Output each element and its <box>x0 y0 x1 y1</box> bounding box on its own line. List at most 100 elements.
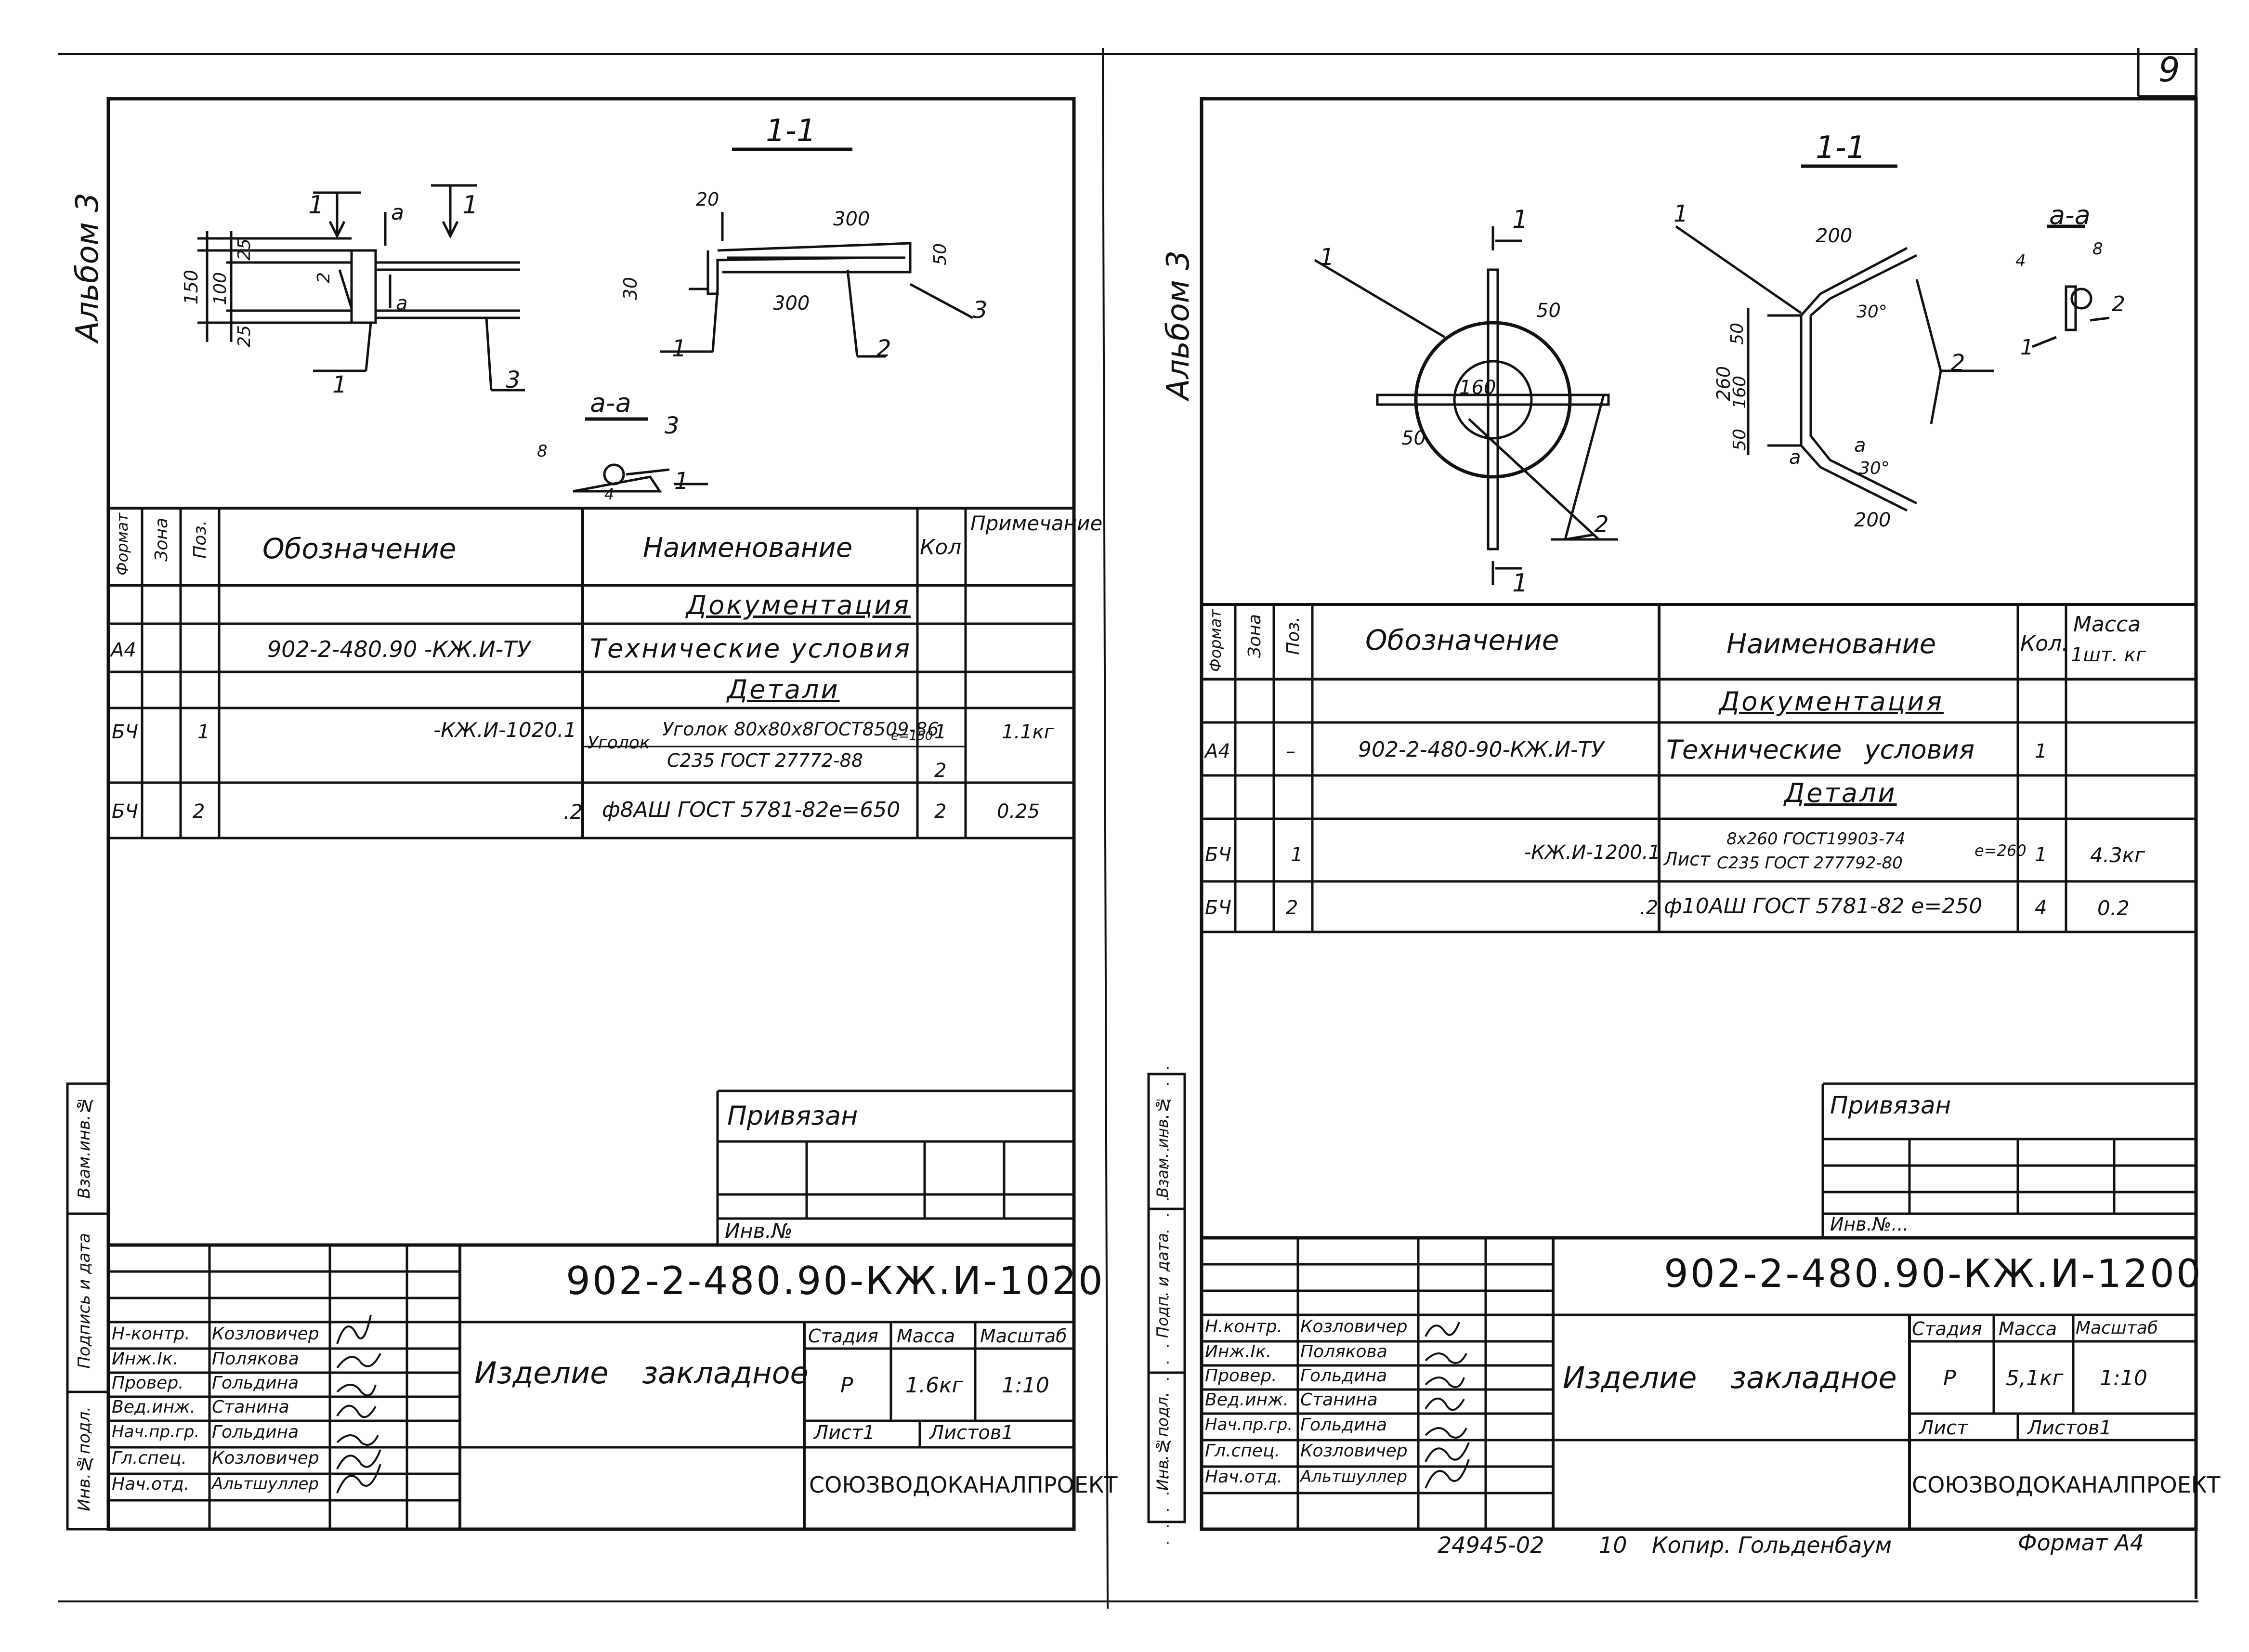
pos-3b-left: 3 <box>973 297 988 324</box>
name-7-right: Альтшуллер <box>1300 1467 1408 1486</box>
row2-name-post-right: е=260 <box>1974 841 2027 860</box>
dim-30-right: 30° <box>1857 302 1887 322</box>
row1-designation-left: 902-2-480.90 -КЖ.И-ТУ <box>267 636 531 662</box>
privyazan-right: Привязан <box>1830 1091 1951 1119</box>
dim-a-right: a <box>1789 446 1801 469</box>
sheet-right: Лист <box>1919 1417 1968 1439</box>
row1-pos-right: – <box>1286 740 1295 762</box>
dim-8-left: 8 <box>537 442 548 461</box>
row1-qty-right: 1 <box>2035 740 2047 762</box>
pos-1c-right: 1 <box>2020 335 2034 360</box>
stage-left: Р <box>840 1373 853 1398</box>
privyazan-left: Привязан <box>727 1101 858 1131</box>
row2-qty-right: 1 <box>2035 844 2047 866</box>
role-7-left: Нач.отд. <box>112 1474 190 1494</box>
org-left: СОЮЗВОДОКАНАЛПРОЕКТ <box>809 1472 1118 1498</box>
row2-note-left: 1.1кг <box>1002 721 1054 743</box>
row3-name-left: ф8АШ ГОСТ 5781-82е=650 <box>602 798 901 822</box>
name-6-right: Козловичер <box>1300 1441 1408 1461</box>
role-2-right: Инж.Iк. <box>1205 1342 1272 1362</box>
scale-right: 1:10 <box>2100 1366 2147 1390</box>
name-1-right: Козловичер <box>1300 1317 1408 1337</box>
role-6-right: Гл.спец. <box>1205 1441 1280 1461</box>
hdr-qty-right: Кол. <box>2020 631 2069 656</box>
hdr-qty-left: Кол <box>920 535 962 560</box>
role-3-left: Провер. <box>112 1373 184 1393</box>
pos-2c-right: 2 <box>2112 292 2125 316</box>
name-5-left: Гольдина <box>212 1422 299 1442</box>
pos-3-left: 3 <box>506 367 521 393</box>
scale-h-left: Масштаб <box>980 1325 1067 1347</box>
row3-designation-right: .2 <box>1640 897 1659 919</box>
name-7-left: Альтшуллер <box>212 1474 319 1494</box>
dim-200-right: 200 <box>1816 225 1853 247</box>
name-3-left: Гольдина <box>212 1373 299 1393</box>
section-aa-right: a-a <box>2049 200 2091 230</box>
stage-h-left: Стадия <box>808 1325 878 1347</box>
row2-name2-right: С235 ГОСТ 277792-80 <box>1717 853 1903 873</box>
footer-format: Формат А4 <box>2018 1530 2144 1556</box>
row2-qty-left: 1 <box>934 721 947 743</box>
dim-300b-left: 300 <box>773 292 810 315</box>
stage-h-right: Стадия <box>1912 1318 1982 1339</box>
cut1-right: 1 <box>1512 205 1529 234</box>
cut-label-left: 1 <box>308 191 325 220</box>
role-5-right: Нач.пр.гр. <box>1205 1415 1293 1434</box>
mass-right: 5,1кг <box>2006 1366 2064 1390</box>
pos-1b-right: 1 <box>1674 200 1688 227</box>
role-4-left: Вед.инж. <box>112 1397 196 1417</box>
dim-300a-left: 300 <box>833 208 870 230</box>
dim-200b-right: 200 <box>1854 509 1891 531</box>
row3-designation-left: .2 <box>563 800 583 824</box>
role-2-left: Инж.Iк. <box>112 1349 179 1369</box>
row2-qty2-left: 2 <box>934 760 947 782</box>
pos-1-left: 1 <box>332 371 347 398</box>
row3-name-right: ф10АШ ГОСТ 5781-82 е=250 <box>1664 894 1983 918</box>
mass-h-right: Масса <box>1999 1318 2057 1339</box>
hdr-name-right: Наименование <box>1726 629 1936 660</box>
row3-pos-right: 2 <box>1286 897 1298 919</box>
dim-20-left: 20 <box>696 189 719 210</box>
pos-1-right: 1 <box>1320 244 1334 271</box>
dim-4-left: 4 <box>604 485 615 503</box>
dim-a2-right: a <box>1854 434 1866 457</box>
sec-docs-right: Документация <box>1719 686 1944 717</box>
dim-4-right: 4 <box>2015 251 2026 271</box>
row3-qty-left: 2 <box>934 800 947 823</box>
name-2-right: Полякова <box>1300 1342 1387 1362</box>
name-4-left: Станина <box>212 1397 289 1417</box>
cut1b-right: 1 <box>1512 569 1529 598</box>
row3-note-right: 0.2 <box>2097 896 2130 920</box>
name-2-left: Полякова <box>212 1349 299 1369</box>
dim-8-right: 8 <box>2092 239 2103 259</box>
inv-right: Инв.№... <box>1830 1214 1909 1235</box>
name-6-left: Козловичер <box>212 1448 319 1468</box>
role-3-right: Провер. <box>1205 1366 1277 1386</box>
cut-label-left-b: 1 <box>462 191 479 220</box>
mass-h-left: Масса <box>897 1325 955 1347</box>
row1-designation-right: 902-2-480-90-КЖ.И-ТУ <box>1358 737 1604 762</box>
name-5-right: Гольдина <box>1300 1415 1387 1435</box>
scale-h-right: Масштаб <box>2076 1318 2158 1338</box>
row2-name1-right: 8х260 ГОСТ19903-74 <box>1726 829 1906 849</box>
row3-pos-left: 2 <box>193 800 205 823</box>
hdr-designation-left: Обозначение <box>262 532 457 565</box>
mass-left: 1.6кг <box>905 1373 963 1398</box>
pos-1c-left: 1 <box>674 468 689 495</box>
section-aa-left: a-a <box>590 388 631 418</box>
doc-code-left: 902-2-480.90-КЖ.И-1020 <box>566 1259 1105 1303</box>
hdr-note2-right: 1шт. кг <box>2071 644 2146 666</box>
product-left: Изделие закладное <box>474 1355 809 1390</box>
row1-format-right: А4 <box>1205 740 1230 762</box>
dim-50b-right: 50 <box>1401 427 1426 449</box>
row2-name1b-left: е=150 <box>891 729 933 743</box>
row1-format-left: А4 <box>111 639 136 661</box>
pos-2-right: 2 <box>1594 511 1609 538</box>
hdr-note1-right: Масса <box>2073 612 2141 637</box>
org-right: СОЮЗВОДОКАНАЛПРОЕКТ <box>1912 1472 2221 1498</box>
row2-format-right: БЧ <box>1205 844 1231 866</box>
left-sketches <box>197 147 974 493</box>
inv-left: Инв.№ <box>725 1219 793 1243</box>
